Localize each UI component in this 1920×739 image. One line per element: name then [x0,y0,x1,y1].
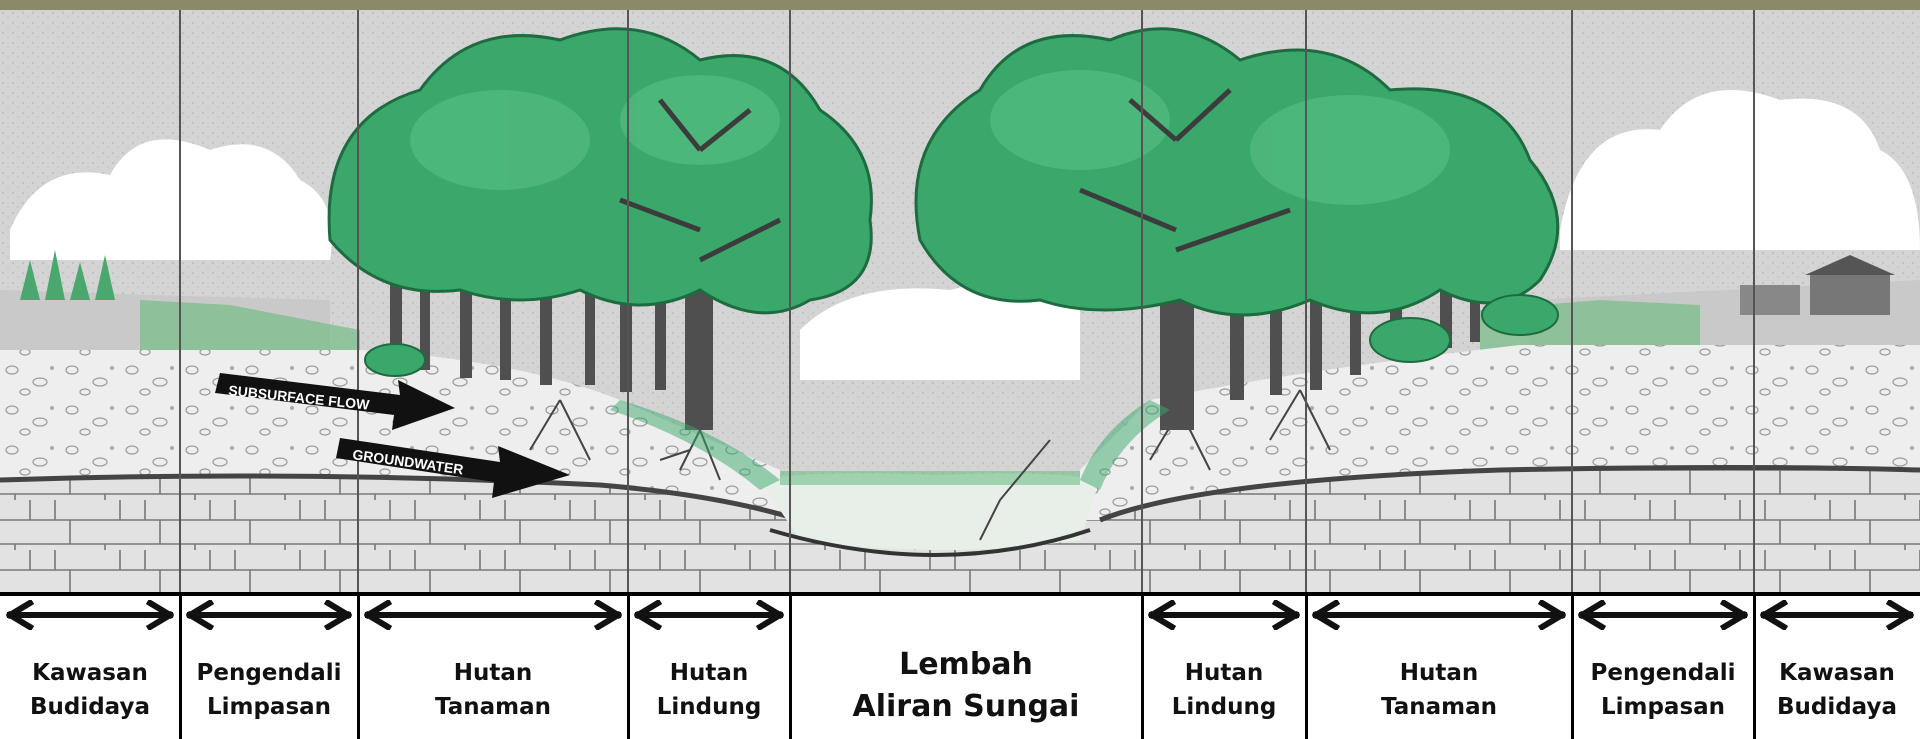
zone-divider [1305,592,1308,739]
double-arrow-icon [1760,600,1914,630]
zone-label-line1: Hutan [628,656,790,690]
zone-divider [179,592,182,739]
zone-divider [357,592,360,739]
zone-divider [1141,592,1144,739]
double-arrow-icon [1312,600,1566,630]
zone-divider [627,592,630,739]
zone-label-line1: Pengendali [180,656,358,690]
zone-label-line1: Pengendali [1572,656,1754,690]
double-arrow-icon [364,600,622,630]
zone-label-line2: Budidaya [0,690,180,724]
zone-label-line2: Lindung [628,690,790,724]
zone-label-line2: Limpasan [1572,690,1754,724]
zone-label-line2: Aliran Sungai [790,686,1142,728]
riparian-cross-section-illustration: SUBSURFACE FLOW GROUNDWATER [0,0,1920,592]
double-arrow-icon [1148,600,1300,630]
zone-divider [1753,592,1756,739]
zone-label-line1: Hutan [358,656,628,690]
double-arrow-icon [1578,600,1748,630]
zone-strip-top-border [0,592,1920,596]
top-border [0,0,1920,10]
zone-label-line1: Kawasan [0,656,180,690]
double-arrow-icon [186,600,352,630]
zone-label-line2: Tanaman [1306,690,1572,724]
zone-label-line1: Kawasan [1754,656,1920,690]
zone-label-line1: Hutan [1306,656,1572,690]
double-arrow-icon [6,600,174,630]
zone-label-line2: Lindung [1142,690,1306,724]
zone-label-line2: Limpasan [180,690,358,724]
double-arrow-icon [634,600,784,630]
zone-label-line2: Budidaya [1754,690,1920,724]
zone-label-line1: Hutan [1142,656,1306,690]
zone-divider [789,592,792,739]
zone-divider [1571,592,1574,739]
zone-label-line2: Tanaman [358,690,628,724]
zone-label-line1: Lembah [790,644,1142,686]
